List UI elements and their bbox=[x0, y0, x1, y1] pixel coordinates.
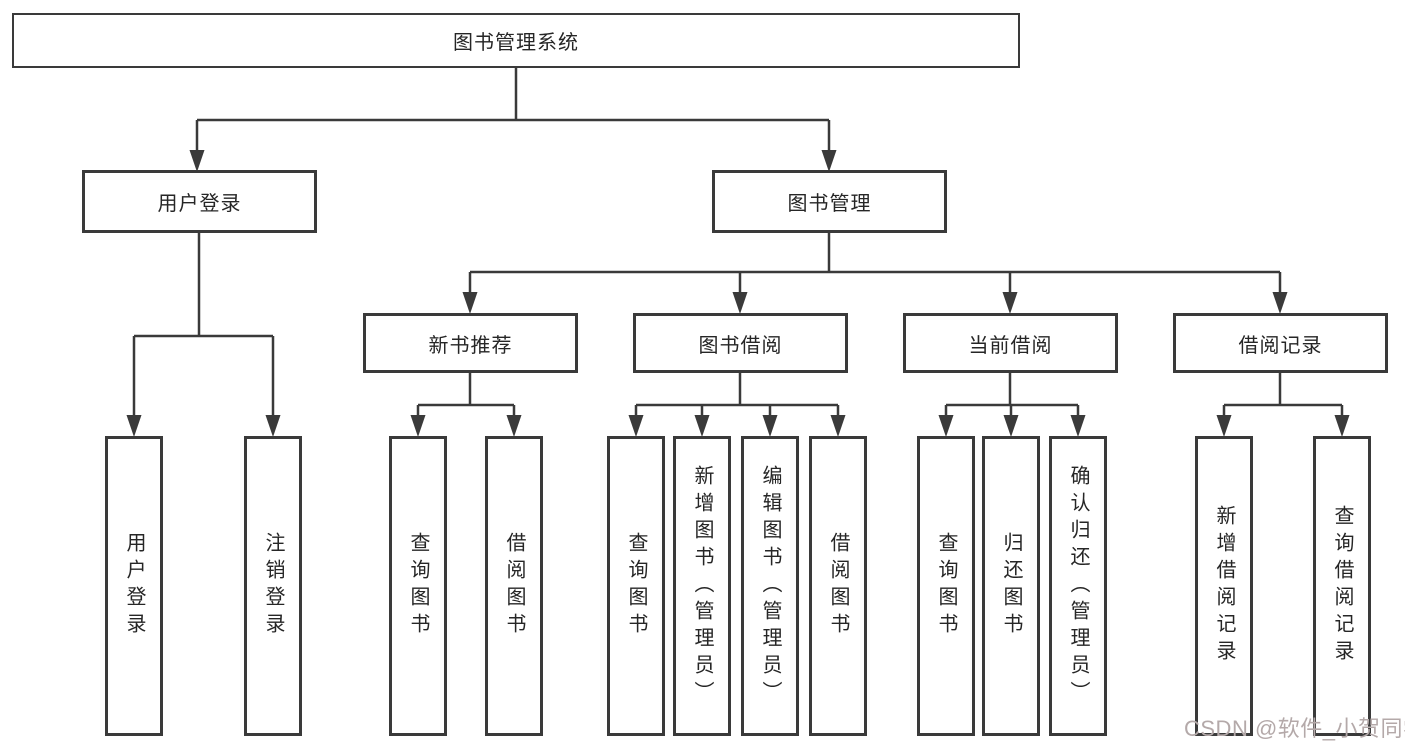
leaf-records-search-record: 查询借阅记录 bbox=[1313, 436, 1371, 736]
node-borrow-records-label: 借阅记录 bbox=[1238, 334, 1323, 357]
node-current-borrow: 当前借阅 bbox=[903, 313, 1118, 373]
leaf-borrowing-edit-books-admin: 编辑图书（管理员） bbox=[741, 436, 799, 736]
leaf-newbooks-borrow-books-label: 借阅图书 bbox=[503, 532, 525, 640]
node-root-label: 图书管理系统 bbox=[453, 32, 579, 54]
leaf-records-add-record: 新增借阅记录 bbox=[1195, 436, 1253, 736]
leaf-current-return-books: 归还图书 bbox=[982, 436, 1040, 736]
leaf-borrowing-add-books-admin-label: 新增图书（管理员） bbox=[691, 464, 713, 708]
leaf-newbooks-search-books-label: 查询图书 bbox=[407, 532, 429, 640]
node-current-borrow-label: 当前借阅 bbox=[968, 334, 1053, 357]
leaf-borrowing-borrow-books: 借阅图书 bbox=[809, 436, 867, 736]
node-user-login: 用户登录 bbox=[82, 170, 317, 233]
node-book-management-label: 图书管理 bbox=[787, 193, 872, 215]
leaf-borrowing-borrow-books-label: 借阅图书 bbox=[827, 532, 849, 640]
leaf-borrowing-edit-books-admin-label: 编辑图书（管理员） bbox=[759, 464, 781, 708]
leaf-current-confirm-return-admin: 确认归还（管理员） bbox=[1049, 436, 1107, 736]
leaf-current-search-books: 查询图书 bbox=[917, 436, 975, 736]
leaf-logout-label: 注销登录 bbox=[262, 532, 284, 640]
leaf-records-search-record-label: 查询借阅记录 bbox=[1331, 505, 1353, 667]
leaf-user-login: 用户登录 bbox=[105, 436, 163, 736]
leaf-current-confirm-return-admin-label: 确认归还（管理员） bbox=[1067, 464, 1089, 708]
leaf-borrowing-search-books: 查询图书 bbox=[607, 436, 665, 736]
node-borrow-records: 借阅记录 bbox=[1173, 313, 1388, 373]
watermark: CSDN @软件_小贺同学 bbox=[1184, 716, 1405, 741]
node-new-book-recommend: 新书推荐 bbox=[363, 313, 578, 373]
node-book-management: 图书管理 bbox=[712, 170, 947, 233]
leaf-borrowing-search-books-label: 查询图书 bbox=[625, 532, 647, 640]
node-new-book-recommend-label: 新书推荐 bbox=[428, 334, 513, 357]
node-user-login-label: 用户登录 bbox=[157, 193, 242, 215]
leaf-newbooks-borrow-books: 借阅图书 bbox=[485, 436, 543, 736]
leaf-logout: 注销登录 bbox=[244, 436, 302, 736]
leaf-current-return-books-label: 归还图书 bbox=[1000, 532, 1022, 640]
node-book-borrow-label: 图书借阅 bbox=[698, 334, 783, 357]
leaf-records-add-record-label: 新增借阅记录 bbox=[1213, 505, 1235, 667]
node-root: 图书管理系统 bbox=[12, 13, 1020, 68]
leaf-newbooks-search-books: 查询图书 bbox=[389, 436, 447, 736]
leaf-borrowing-add-books-admin: 新增图书（管理员） bbox=[673, 436, 731, 736]
node-book-borrow: 图书借阅 bbox=[633, 313, 848, 373]
leaf-user-login-label: 用户登录 bbox=[123, 532, 145, 640]
leaf-current-search-books-label: 查询图书 bbox=[935, 532, 957, 640]
